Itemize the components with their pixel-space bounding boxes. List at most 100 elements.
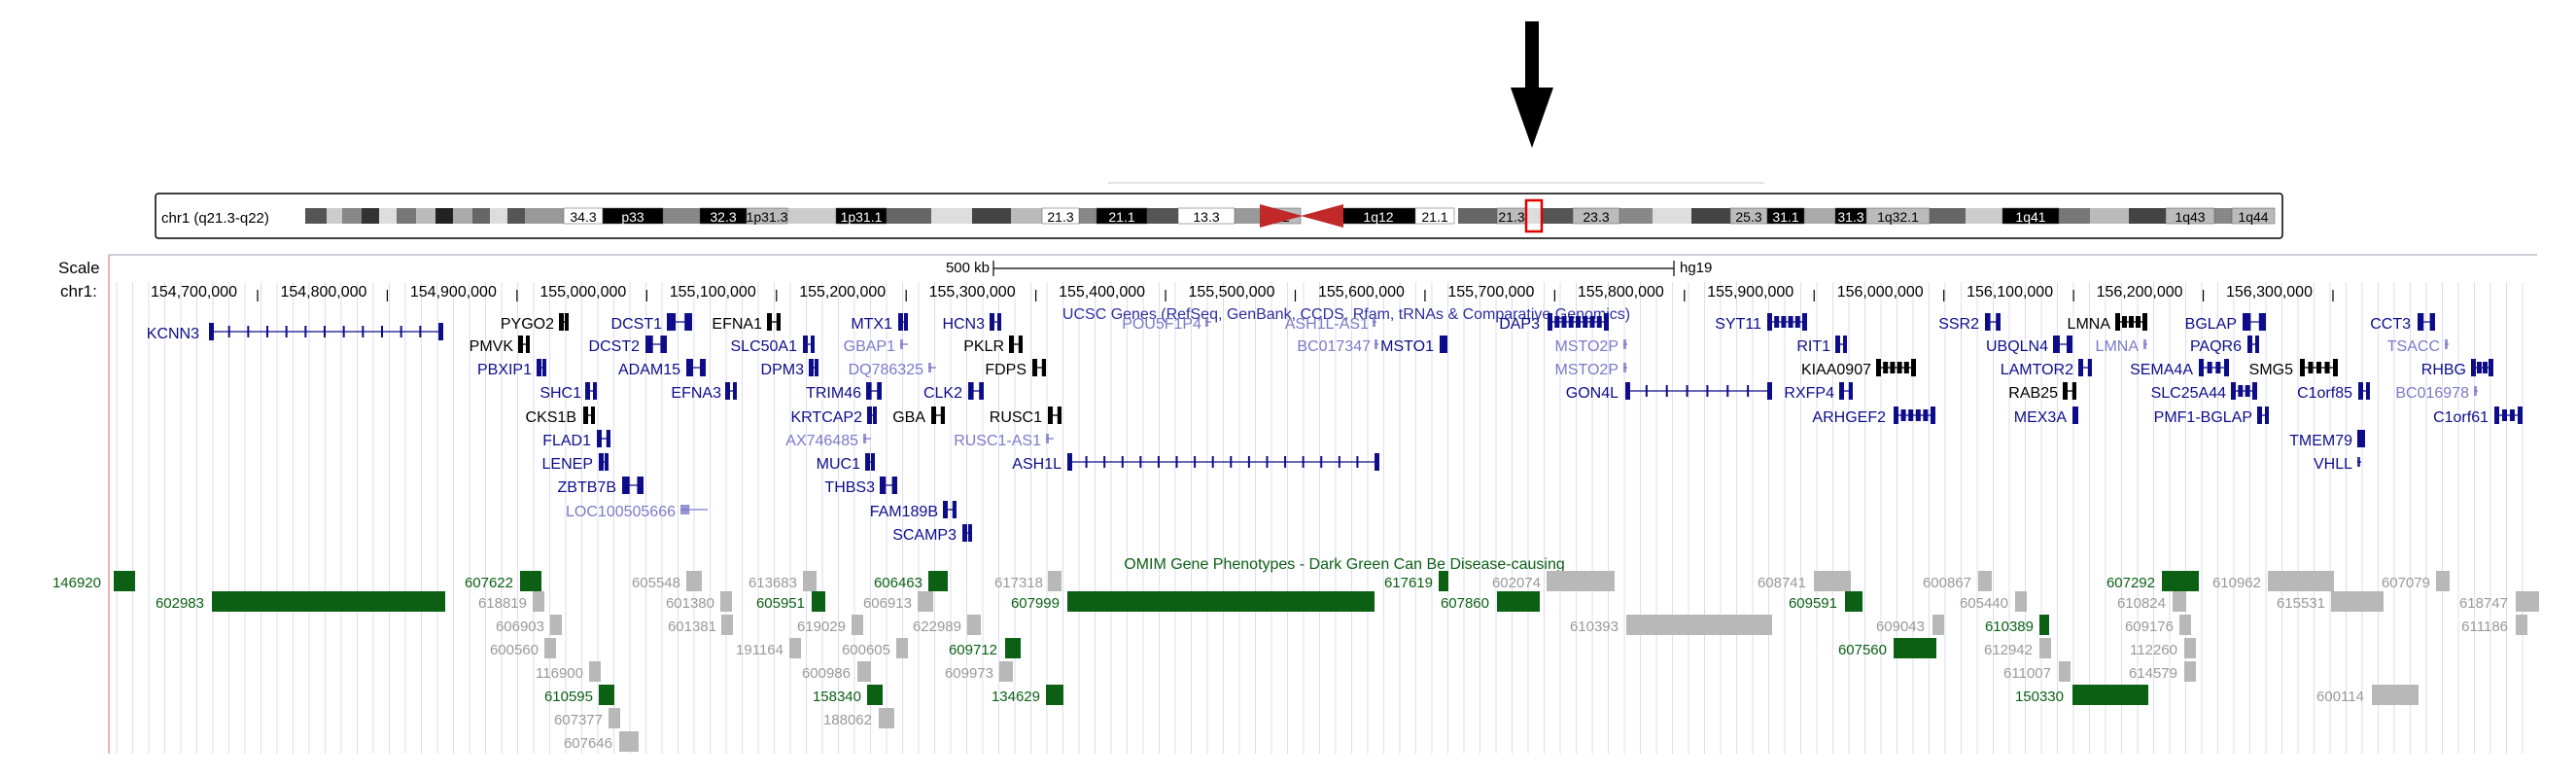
omim-entry[interactable]: 619029	[797, 615, 863, 635]
gene-feature[interactable]: DAP3	[1499, 313, 1609, 333]
omim-entry[interactable]: 112260	[2130, 638, 2196, 658]
gene-feature[interactable]: MUC1	[817, 453, 875, 473]
omim-entry[interactable]: 116900	[536, 661, 601, 682]
omim-track[interactable]: OMIM Gene Phenotypes - Dark Green Can Be…	[52, 556, 2539, 752]
gene-feature[interactable]: TRIM46	[806, 382, 882, 402]
omim-entry[interactable]: 605951	[756, 591, 825, 612]
omim-entry[interactable]: 607622	[465, 571, 541, 591]
gene-feature[interactable]: PYGO2	[501, 313, 569, 333]
gene-feature[interactable]: KCNN3	[147, 323, 443, 342]
omim-entry[interactable]: 150330	[2015, 685, 2148, 705]
gene-feature[interactable]: TMEM79	[2289, 430, 2365, 449]
omim-entry[interactable]: 601380	[666, 591, 732, 612]
gene-feature[interactable]: C1orf85	[2297, 382, 2370, 402]
gene-feature[interactable]: ADAM15	[618, 359, 706, 378]
gene-feature[interactable]: MSTO2P	[1555, 362, 1628, 378]
omim-entry[interactable]: 605440	[1960, 591, 2027, 612]
omim-entry[interactable]: 607292	[2106, 571, 2199, 591]
omim-entry[interactable]: 606903	[496, 615, 562, 635]
gene-feature[interactable]: PKLR	[963, 336, 1023, 355]
omim-entry[interactable]: 609591	[1789, 591, 1862, 612]
gene-feature[interactable]: RUSC1-AS1	[954, 433, 1054, 449]
omim-entry[interactable]: 610393	[1570, 615, 1772, 635]
gene-feature[interactable]: CKS1B	[526, 407, 595, 426]
omim-entry[interactable]: 158340	[813, 685, 883, 705]
omim-entry[interactable]: 607646	[564, 731, 639, 752]
omim-entry[interactable]: 602983	[156, 591, 445, 612]
gene-feature[interactable]: SCAMP3	[892, 524, 972, 544]
gene-feature[interactable]: RHBG	[2421, 359, 2493, 378]
ucsc-genes-track[interactable]: UCSC Genes (RefSeq, GenBank, CCDS, Rfam,…	[147, 306, 2523, 544]
omim-entry[interactable]: 611007	[2003, 661, 2071, 682]
gene-feature[interactable]: ASH1L-AS1	[1285, 316, 1376, 333]
gene-feature[interactable]: EFNA3	[671, 382, 737, 402]
omim-entry[interactable]: 605548	[632, 571, 702, 591]
omim-entry[interactable]: 601381	[668, 615, 733, 635]
omim-entry[interactable]: 608741	[1758, 571, 1851, 591]
omim-entry[interactable]: 615531	[2277, 591, 2384, 612]
gene-feature[interactable]: MSTO2P	[1555, 338, 1628, 355]
omim-entry[interactable]: 600605	[842, 638, 908, 658]
omim-entry[interactable]: 618747	[2459, 591, 2539, 612]
omim-entry[interactable]: 617318	[994, 571, 1062, 591]
gene-feature[interactable]: LENEP	[542, 453, 609, 473]
omim-entry[interactable]: 609712	[949, 638, 1021, 658]
omim-entry[interactable]: 610389	[1985, 615, 2049, 635]
gene-feature[interactable]: SMG5	[2249, 359, 2338, 378]
gene-feature[interactable]: LAMTOR2	[2001, 359, 2092, 378]
omim-entry[interactable]: 606913	[863, 591, 933, 612]
omim-entry[interactable]: 188062	[823, 708, 894, 728]
gene-feature[interactable]: GBAP1	[844, 338, 908, 355]
gene-feature[interactable]: FLAD1	[542, 430, 610, 449]
gene-feature[interactable]: RAB25	[2008, 382, 2076, 402]
gene-feature[interactable]: AX746485	[785, 433, 871, 449]
gene-feature[interactable]: DQ786325	[849, 362, 936, 378]
gene-feature[interactable]: FAM189B	[870, 501, 957, 520]
gene-feature[interactable]: RIT1	[1796, 336, 1847, 355]
gene-feature[interactable]: TSACC	[2387, 338, 2449, 355]
gene-feature[interactable]: PMF1-BGLAP	[2154, 407, 2269, 426]
gene-feature[interactable]: THBS3	[824, 477, 897, 496]
omim-entry[interactable]: 191164	[736, 638, 801, 658]
gene-feature[interactable]: DCST2	[589, 336, 667, 355]
gene-feature[interactable]: MEX3A	[2014, 407, 2078, 426]
gene-feature[interactable]: BC017347	[1297, 338, 1378, 355]
omim-entry[interactable]: 600867	[1923, 571, 1992, 591]
omim-entry[interactable]: 606463	[874, 571, 948, 591]
gene-feature[interactable]: CLK2	[923, 382, 984, 402]
omim-entry[interactable]: 610595	[544, 685, 614, 705]
omim-entry[interactable]: 614579	[2129, 661, 2196, 682]
gene-feature[interactable]: ZBTB7B	[558, 477, 644, 496]
gene-feature[interactable]: BGLAP	[2185, 313, 2266, 333]
omim-entry[interactable]: 134629	[992, 685, 1063, 705]
omim-entry[interactable]: 609043	[1876, 615, 1944, 635]
gene-feature[interactable]: C1orf61	[2433, 407, 2523, 426]
omim-entry[interactable]: 600986	[802, 661, 871, 682]
gene-feature[interactable]: ASH1L	[1012, 453, 1379, 473]
omim-entry[interactable]: 600560	[490, 638, 556, 658]
gene-feature[interactable]: GBA	[892, 407, 945, 426]
gene-feature[interactable]: MTX1	[851, 313, 908, 333]
gene-feature[interactable]: LMNA	[2096, 338, 2147, 355]
omim-entry[interactable]: 607560	[1838, 638, 1936, 658]
gene-feature[interactable]: RXFP4	[1784, 382, 1853, 402]
gene-feature[interactable]: DCST1	[611, 313, 692, 333]
gene-feature[interactable]: SYT11	[1715, 313, 1807, 333]
gene-feature[interactable]: PBXIP1	[477, 359, 546, 378]
omim-entry[interactable]: 600114	[2316, 685, 2419, 705]
omim-entry[interactable]: 609176	[2125, 615, 2191, 635]
omim-entry[interactable]: 607377	[554, 708, 620, 728]
gene-feature[interactable]: HCN3	[942, 313, 1001, 333]
omim-entry[interactable]: 611186	[2461, 615, 2527, 635]
gene-feature[interactable]: KIAA0907	[1801, 359, 1916, 378]
gene-feature[interactable]: CCT3	[2370, 313, 2435, 333]
omim-entry[interactable]: 146920	[52, 571, 135, 591]
gene-feature[interactable]: KRTCAP2	[790, 407, 877, 426]
omim-entry[interactable]: 617619	[1384, 571, 1448, 591]
gene-feature[interactable]: POU5F1P4	[1122, 316, 1211, 333]
gene-feature[interactable]: DPM3	[761, 359, 818, 378]
gene-feature[interactable]: GON4L	[1566, 382, 1772, 402]
gene-feature[interactable]: LMNA	[2068, 313, 2147, 333]
omim-entry[interactable]: 613683	[748, 571, 817, 591]
gene-feature[interactable]: SLC25A44	[2151, 382, 2257, 402]
